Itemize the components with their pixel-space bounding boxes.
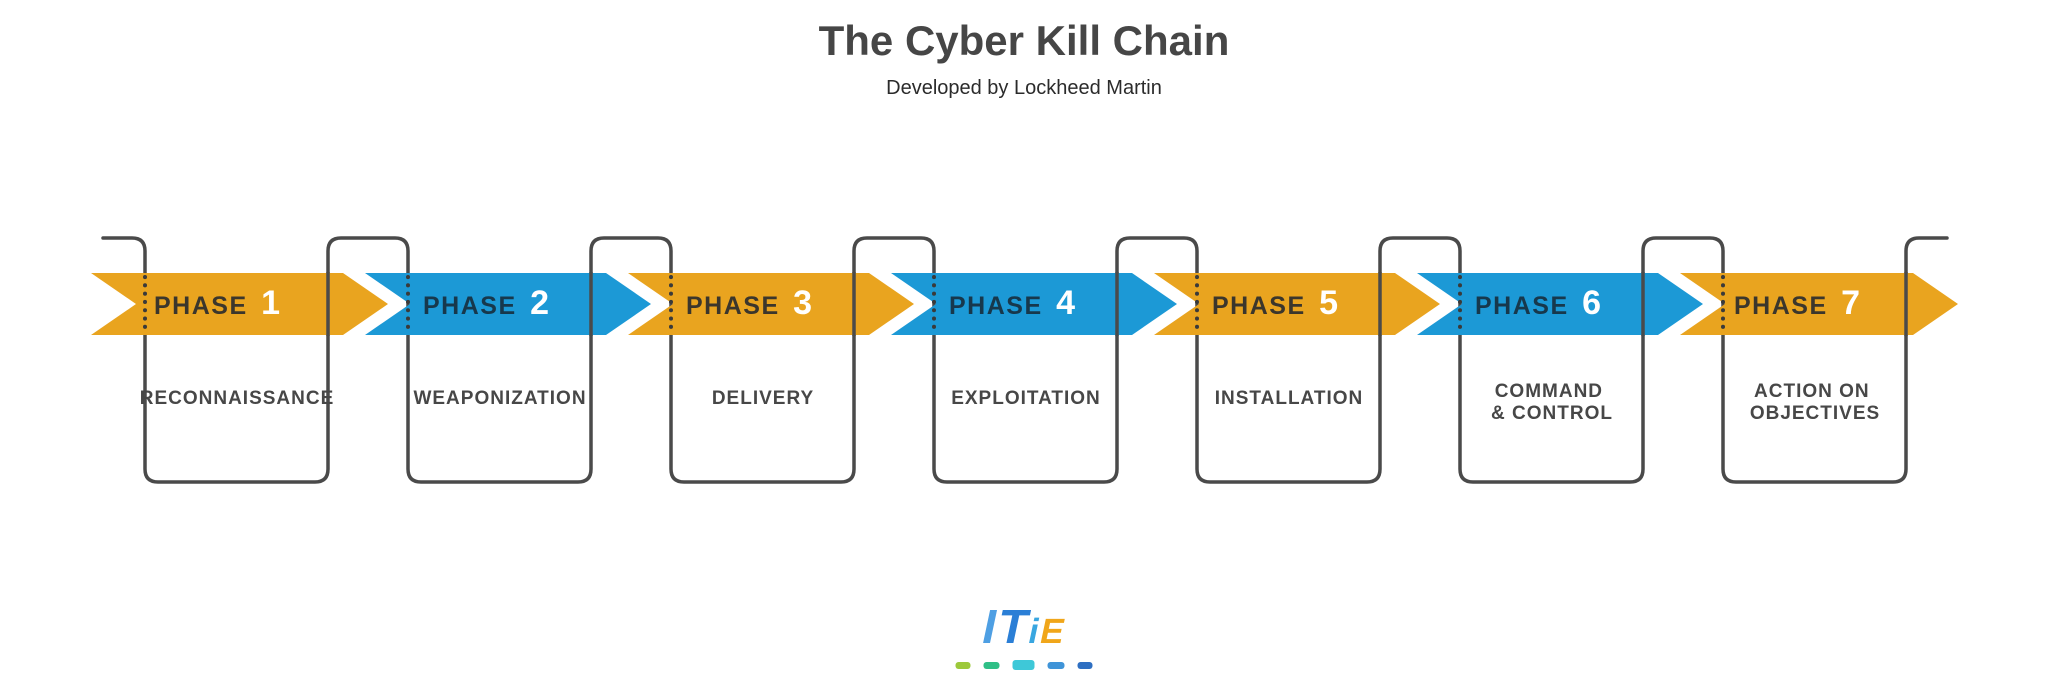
logo-dash-3 xyxy=(1012,660,1035,670)
phase-2-word: PHASE xyxy=(423,292,517,320)
itie-logo: I T i E xyxy=(955,601,1093,670)
phase-6-word: PHASE xyxy=(1475,292,1569,320)
phase-4-word: PHASE xyxy=(949,292,1043,320)
phase-1-label: PHASE 1 xyxy=(154,284,280,322)
phase-5-word: PHASE xyxy=(1212,292,1306,320)
card-7-line1: ACTION ON xyxy=(1754,381,1870,402)
dotted-dividers xyxy=(143,275,1725,336)
phase-6-arrow xyxy=(1417,273,1703,335)
phase-3-word: PHASE xyxy=(686,292,780,320)
phase-5-label: PHASE 5 xyxy=(1212,284,1338,322)
phase-3-number: 3 xyxy=(793,284,812,322)
logo-dash-2 xyxy=(983,661,1000,669)
phase-2-number: 2 xyxy=(530,284,549,322)
card-3-name: DELIVERY xyxy=(712,388,814,409)
phase-3-arrow xyxy=(628,273,914,335)
card-1-name: RECONNAISSANCE xyxy=(140,388,335,409)
card-6-line1: COMMAND xyxy=(1495,381,1603,402)
phase-2-label: PHASE 2 xyxy=(423,284,549,322)
phase-6-number: 6 xyxy=(1582,284,1601,322)
phase-1-arrow xyxy=(91,273,388,335)
phase-4-number: 4 xyxy=(1056,284,1075,322)
kill-chain-outline xyxy=(101,236,1949,484)
card-7-name: ACTION ON OBJECTIVES xyxy=(1750,381,1880,424)
logo-dash-5 xyxy=(1077,661,1093,669)
card-4-line1: EXPLOITATION xyxy=(951,388,1101,409)
phase-6-label: PHASE 6 xyxy=(1475,284,1601,322)
phase-3-label: PHASE 3 xyxy=(686,284,812,322)
phase-4-label: PHASE 4 xyxy=(949,284,1075,322)
card-6-line2: & CONTROL xyxy=(1491,403,1613,424)
phase-7-word: PHASE xyxy=(1734,292,1828,320)
phase-1-word: PHASE xyxy=(154,292,248,320)
itie-logo-letters: I T i E xyxy=(950,601,1097,654)
card-5-line1: INSTALLATION xyxy=(1215,388,1364,409)
phase-5-arrow xyxy=(1154,273,1440,335)
card-6-name: COMMAND & CONTROL xyxy=(1491,381,1613,424)
itie-logo-dashes xyxy=(955,660,1093,670)
phase-2-arrow xyxy=(365,273,651,335)
card-5-name: INSTALLATION xyxy=(1215,388,1364,409)
page-title: The Cyber Kill Chain xyxy=(819,17,1230,64)
phase-7-arrow xyxy=(1680,273,1958,335)
card-3-line1: DELIVERY xyxy=(712,388,814,409)
card-right-border-overlays xyxy=(326,272,1908,336)
logo-dash-1 xyxy=(955,661,971,669)
logo-dash-4 xyxy=(1047,661,1065,669)
phase-1-number: 1 xyxy=(261,284,280,322)
card-7-line2: OBJECTIVES xyxy=(1750,403,1880,424)
page-subtitle: Developed by Lockheed Martin xyxy=(886,77,1162,99)
phase-5-number: 5 xyxy=(1319,284,1338,322)
card-2-name: WEAPONIZATION xyxy=(413,388,586,409)
card-2-line1: WEAPONIZATION xyxy=(413,388,586,409)
phase-4-arrow xyxy=(891,273,1177,335)
card-4-name: EXPLOITATION xyxy=(951,388,1101,409)
phase-7-number: 7 xyxy=(1841,284,1860,322)
logo-letter-e-icon: E xyxy=(1036,612,1069,651)
card-1-line1: RECONNAISSANCE xyxy=(140,388,335,409)
phase-7-label: PHASE 7 xyxy=(1734,284,1860,322)
